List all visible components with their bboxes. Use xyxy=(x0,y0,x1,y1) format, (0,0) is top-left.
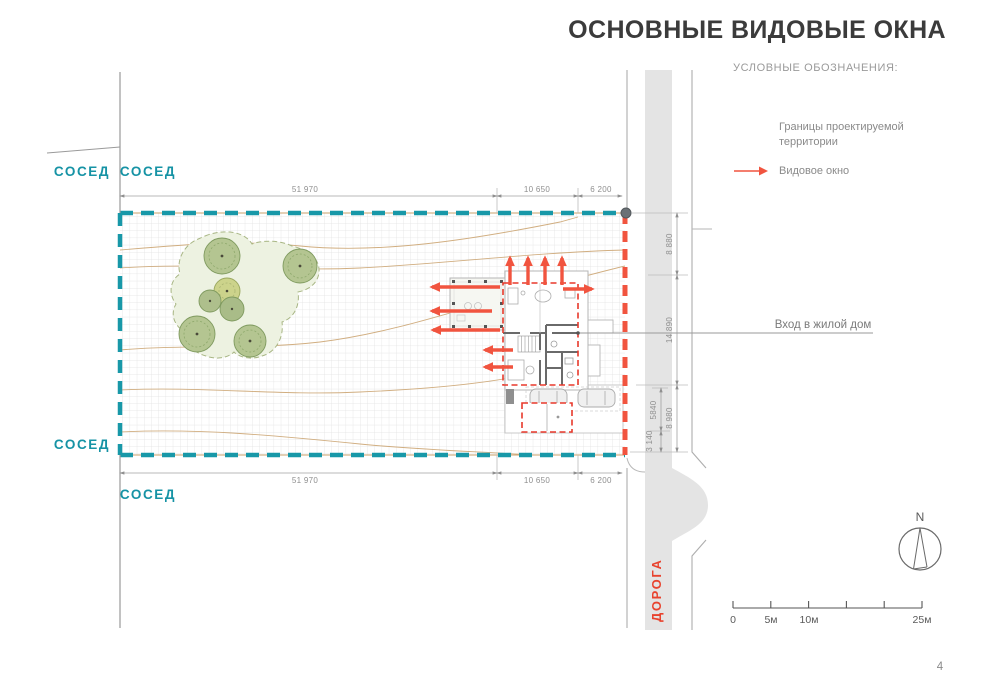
car-icon xyxy=(529,388,568,408)
dim-value: 51 970 xyxy=(292,185,319,194)
tree-icon xyxy=(198,289,222,313)
dim-value: 8 880 xyxy=(665,233,674,255)
north-compass: N xyxy=(898,510,942,571)
road-surface xyxy=(645,70,708,630)
entrance-label: Вход в жилой дом xyxy=(775,319,872,331)
site-boundary xyxy=(117,207,632,458)
legend-item-view-window: Видовое окно xyxy=(733,164,953,182)
scale-label: 25м xyxy=(913,614,932,626)
view-window-arrows xyxy=(429,255,595,372)
scale-label: 10м xyxy=(800,614,819,626)
north-label: N xyxy=(916,510,925,524)
dim-value: 6 200 xyxy=(590,476,612,485)
scale-label: 0 xyxy=(730,614,736,626)
dim-value: 6 200 xyxy=(590,185,612,194)
entrance-steps xyxy=(587,319,614,334)
neighbor-label: СОСЕД xyxy=(120,164,176,179)
dim-value: 3 140 xyxy=(645,430,654,452)
road-label: ДОРОГА xyxy=(649,558,664,622)
dim-value: 14 890 xyxy=(665,317,674,344)
parking xyxy=(506,386,621,433)
page-title: ОСНОВНЫЕ ВИДОВЫЕ ОКНА xyxy=(568,16,946,44)
tree-icon xyxy=(203,237,241,275)
tree-icon xyxy=(282,248,318,284)
page-number: 4 xyxy=(937,661,944,673)
legend-item-boundary: Границы проектируемой территории xyxy=(733,120,953,150)
scale-bar: 0 5м 10м 25м xyxy=(730,601,931,626)
legend-item-boundary-label: Границы проектируемой территории xyxy=(779,121,904,148)
car-icon xyxy=(577,388,616,408)
neighbor-label: СОСЕД xyxy=(120,487,176,502)
dim-value: 10 650 xyxy=(524,476,551,485)
dim-value: 5840 xyxy=(649,400,658,419)
neighbor-boundaries: СОСЕД СОСЕД СОСЕД СОСЕД xyxy=(46,72,176,628)
tree-icon xyxy=(178,315,216,353)
neighbor-label: СОСЕД xyxy=(54,437,110,452)
tree-cluster xyxy=(170,231,320,359)
dim-value: 8 980 xyxy=(665,407,674,429)
entrance-path xyxy=(587,344,601,377)
tree-icon xyxy=(219,296,245,322)
legend-item-view-window-label: Видовое окно xyxy=(779,164,850,177)
tree-icon xyxy=(233,324,267,358)
garage-wall xyxy=(506,389,514,404)
view-arrow-icon xyxy=(733,164,769,182)
dim-value: 51 970 xyxy=(292,476,319,485)
dim-value: 10 650 xyxy=(524,185,551,194)
legend-heading: УСЛОВНЫЕ ОБОЗНАЧЕНИЯ: xyxy=(733,62,899,74)
scale-label: 5м xyxy=(764,614,777,626)
neighbor-label: СОСЕД xyxy=(54,164,110,179)
legend: УСЛОВНЫЕ ОБОЗНАЧЕНИЯ: Границы проектируе… xyxy=(733,62,953,182)
floor-plan-interior xyxy=(503,283,578,385)
corner-marker xyxy=(620,207,632,219)
entrance-callout: Вход в жилой дом xyxy=(576,319,873,335)
road: ДОРОГА xyxy=(626,70,712,630)
dimensions: 51 970 10 650 6 200 51 970 10 650 6 200 … xyxy=(119,185,688,485)
trees xyxy=(178,237,318,358)
compass-needle-icon xyxy=(913,527,928,570)
